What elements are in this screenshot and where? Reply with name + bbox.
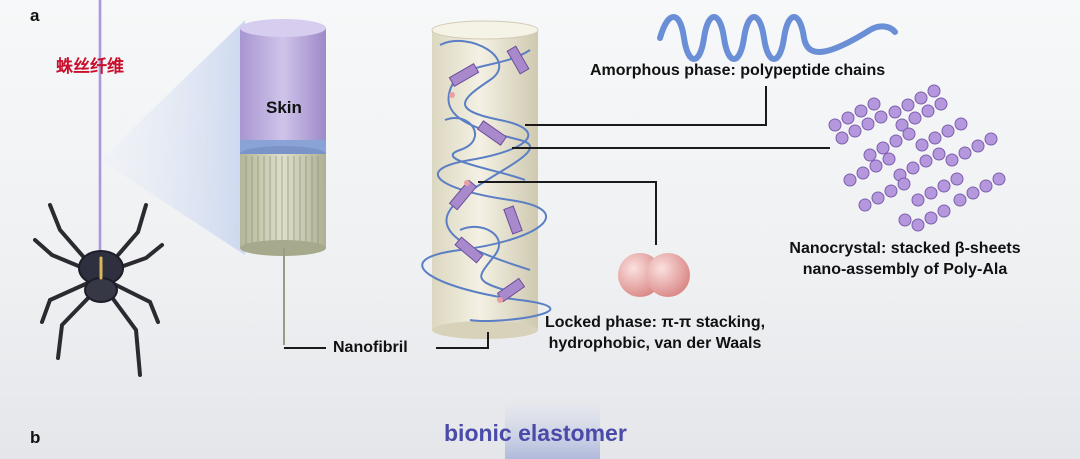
- locked-phase-label-line2: hydrophobic, van der Waals: [548, 335, 762, 352]
- nanocrystal-label-line1: Nanocrystal: stacked β-sheets: [789, 240, 1021, 257]
- skin-label: Skin: [266, 98, 302, 117]
- nanocrystal-label-line2: nano-assembly of Poly-Ala: [802, 261, 1008, 278]
- leader-lines: [284, 86, 830, 349]
- panel-label-a: a: [30, 6, 40, 25]
- nanofibril-cylinder: [421, 20, 552, 339]
- beta-sheet-crystals: [448, 45, 530, 303]
- bionic-elastomer-label: bionic elastomer: [444, 420, 627, 446]
- spider-silk-label: 蛛丝纤维: [56, 57, 124, 77]
- bionic-arrow: [505, 400, 600, 459]
- locked-phase-label-line1: Locked phase: π-π stacking,: [544, 314, 766, 331]
- zoom-cone: [100, 20, 245, 255]
- fiber-skin: [240, 19, 326, 345]
- panel-label-b: b: [30, 428, 41, 447]
- amorphous-helix: [657, 14, 898, 62]
- locked-phase-spheres: [618, 253, 690, 297]
- nanofibril-label: Nanofibril: [333, 339, 408, 356]
- amorphous-phase-label: Amorphous phase: polypeptide chains: [590, 62, 886, 79]
- spider-illustration: [33, 203, 164, 377]
- nanocrystal-cluster: [828, 84, 1006, 232]
- locked-phase-label: Locked phase: π-π stacking, hydrophobic,…: [535, 314, 775, 353]
- nanocrystal-label: Nanocrystal: stacked β-sheets nano-assem…: [755, 240, 1055, 279]
